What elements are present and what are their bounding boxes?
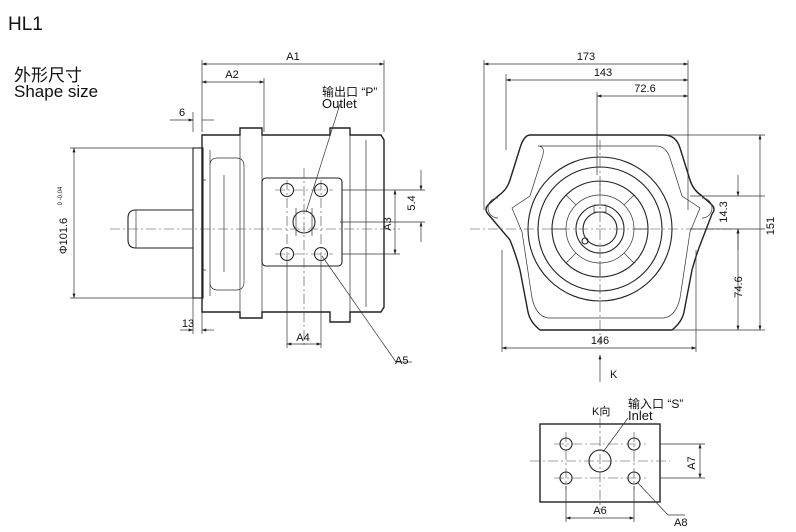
outlet-label-cn: 输出口 “P” [322, 84, 377, 99]
front-view: 173 143 72.6 14.3 151 74.6 146 K [470, 51, 777, 382]
inlet-label-en: Inlet [628, 408, 653, 423]
dim-5-4: 5.4 [406, 195, 418, 210]
dim-a3: A3 [382, 217, 394, 230]
dim-a6: A6 [593, 505, 606, 517]
dim-74-6: 74.6 [733, 276, 745, 297]
k-view: K向 输入口 “S” Inlet A7 A6 A8 [530, 396, 705, 529]
k-view-title: K向 [592, 404, 610, 418]
dim-a5: A5 [395, 355, 408, 367]
dim-a1: A1 [286, 51, 299, 63]
dim-151: 151 [765, 217, 777, 235]
dim-14-3: 14.3 [718, 201, 730, 222]
dim-a2: A2 [225, 69, 238, 81]
dim-173: 173 [577, 51, 595, 63]
dim-a8: A8 [674, 517, 687, 529]
dim-146: 146 [591, 335, 609, 347]
shape-size-title-en: Shape size [14, 82, 99, 101]
side-view: A1 A2 6 13 A4 A5 A3 5.4 Φ101.6 0 -0.04 输… [58, 51, 425, 367]
dim-6: 6 [179, 107, 185, 119]
dim-143: 143 [594, 67, 612, 79]
dim-a7: A7 [686, 456, 698, 469]
dim-72-6: 72.6 [634, 83, 655, 95]
model-title: HL1 [8, 14, 43, 35]
dim-a4: A4 [296, 332, 309, 344]
dim-13: 13 [182, 318, 194, 330]
outlet-label-en: Outlet [322, 96, 357, 111]
inlet-label-cn: 输入口 “S” [628, 396, 683, 411]
view-k-label: K [610, 369, 618, 381]
dim-diameter: Φ101.6 [58, 218, 70, 254]
shape-size-title-cn: 外形尺寸 [14, 66, 82, 85]
dim-diameter-tolerance: 0 -0.04 [58, 186, 64, 205]
